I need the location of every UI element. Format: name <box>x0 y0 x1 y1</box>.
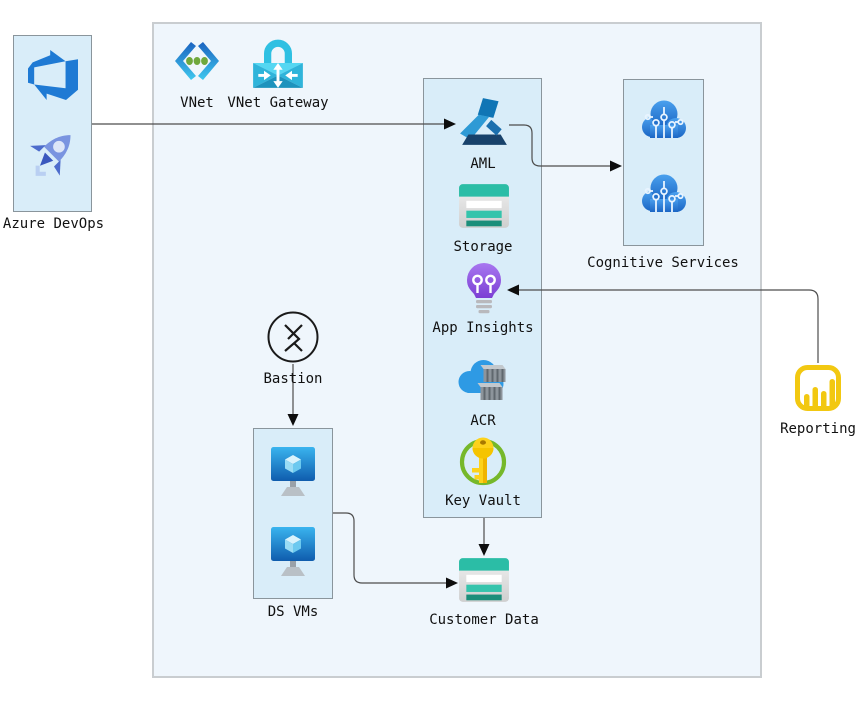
customer-data-icon <box>459 558 509 602</box>
label-key-vault: Key Vault <box>445 493 521 509</box>
cognitive-services-icon <box>642 100 686 138</box>
label-aml: AML <box>470 156 496 172</box>
label-azure-devops: Azure DevOps <box>2 216 105 232</box>
connector-column-to-customer-data <box>478 518 490 556</box>
label-cognitive-services: Cognitive Services <box>587 255 739 271</box>
cognitive-services-box <box>623 79 704 246</box>
label-vnet: VNet <box>180 95 214 111</box>
label-storage: Storage <box>453 239 513 255</box>
connector-bastion-to-dsvms <box>287 364 299 426</box>
acr-icon <box>458 360 506 400</box>
azure-devops-icon <box>28 50 78 100</box>
label-reporting: Reporting <box>780 421 856 437</box>
connector-reporting-to-app-insights <box>507 284 819 363</box>
vm-icon <box>271 447 315 496</box>
vnet-gateway-icon <box>253 39 303 88</box>
cognitive-services-icon <box>642 174 686 212</box>
key-vault-icon <box>459 437 507 486</box>
vnet-icon <box>175 42 219 80</box>
connector-aml-to-cognitive <box>509 124 622 172</box>
label-customer-data: Customer Data <box>429 612 539 628</box>
label-vnet-gateway: VNet Gateway <box>227 95 329 111</box>
app-insights-icon <box>467 263 501 314</box>
label-acr: ACR <box>470 413 496 429</box>
label-bastion: Bastion <box>263 371 323 387</box>
label-app-insights: App Insights <box>432 320 534 336</box>
connector-devops-to-aml <box>92 118 456 130</box>
connector-dsvms-to-customer-data <box>333 512 458 589</box>
aml-icon <box>460 98 507 145</box>
vm-icon <box>271 527 315 576</box>
azure-devops-box <box>13 35 92 212</box>
storage-icon <box>459 184 509 228</box>
label-ds-vms: DS VMs <box>267 604 319 620</box>
bastion-icon <box>267 311 319 363</box>
pipelines-rocket-icon <box>30 135 71 176</box>
power-bi-icon <box>795 365 841 411</box>
